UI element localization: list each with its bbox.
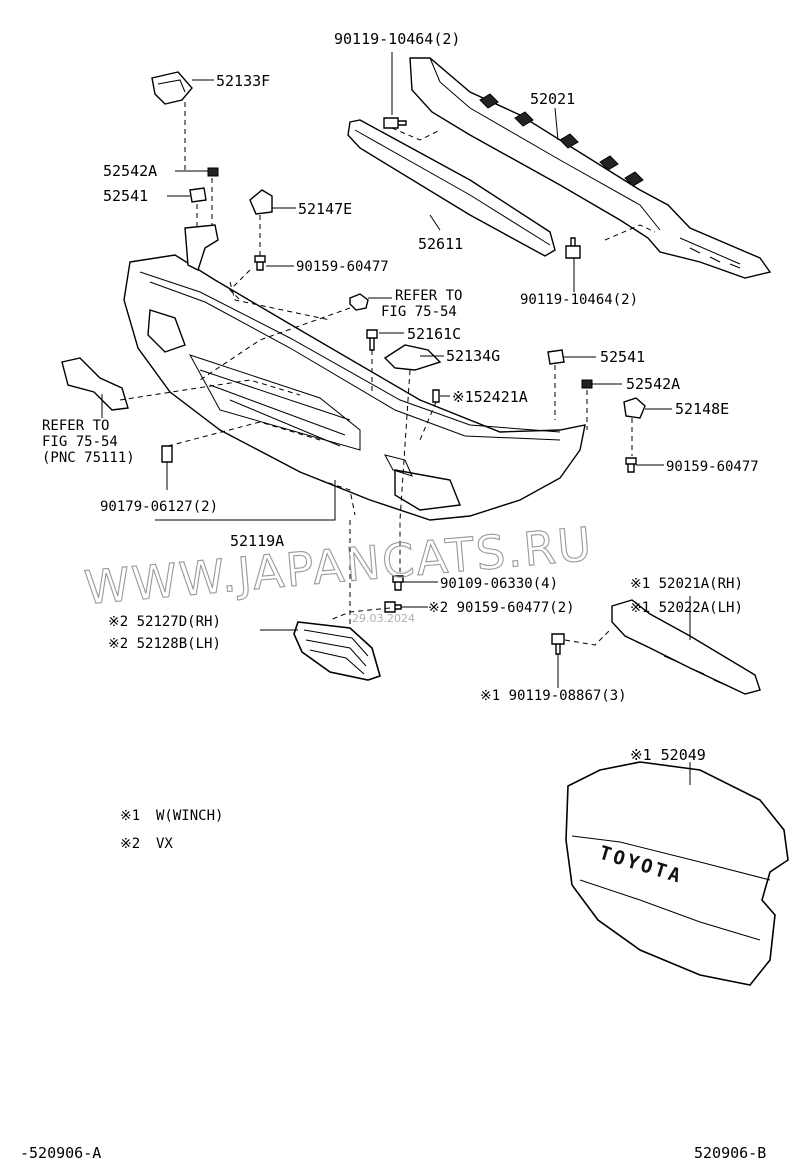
label-52022A: ※1 52022A(LH) bbox=[630, 600, 743, 616]
bumper-bar-52611 bbox=[347, 119, 556, 257]
label-90159-60477-top: 90159-60477 bbox=[296, 259, 389, 275]
label-90119-08867: ※1 90119-08867(3) bbox=[480, 688, 627, 704]
nut-refer-fig-75-54 bbox=[349, 293, 369, 311]
screw-90159-60477-top bbox=[254, 255, 266, 271]
bracket-52134G bbox=[383, 344, 442, 371]
legend-mark-2: ※2 bbox=[120, 836, 140, 852]
bolt-90119-10464-top bbox=[383, 117, 407, 129]
label-52541-left: 52541 bbox=[103, 187, 148, 205]
legend-mark-1: ※1 bbox=[120, 808, 140, 824]
label-90119-10464-top: 90119-10464(2) bbox=[334, 30, 460, 48]
label-90159-60477-right: 90159-60477 bbox=[666, 459, 759, 475]
bumper-cover-52119A bbox=[123, 224, 586, 521]
label-52021: 52021 bbox=[530, 90, 575, 108]
label-52021A: ※1 52021A(RH) bbox=[630, 576, 743, 592]
clip-52542A-right bbox=[581, 379, 593, 389]
label-52542A-right: 52542A bbox=[626, 375, 680, 393]
watermark-date: 29.03.2024 bbox=[352, 612, 415, 625]
label-52611: 52611 bbox=[418, 235, 463, 253]
clip-52541-left bbox=[189, 187, 207, 203]
label-52128B: ※2 52128B(LH) bbox=[108, 636, 221, 652]
label-refer-1-line2: FIG 75-54 bbox=[381, 304, 457, 320]
legend-text-1: W(WINCH) bbox=[156, 808, 223, 824]
label-52049: ※1 52049 bbox=[630, 746, 706, 764]
leader-lines bbox=[101, 52, 691, 785]
legend: ※1 W(WINCH) ※2 VX bbox=[120, 808, 223, 852]
label-52421A: ※152421A bbox=[452, 388, 528, 406]
screw-90159-60477-right bbox=[625, 457, 637, 473]
clip-90179-06127 bbox=[161, 445, 173, 463]
label-52161C: 52161C bbox=[407, 325, 461, 343]
clip-52421A bbox=[432, 389, 440, 403]
assembly-lines bbox=[119, 102, 656, 646]
retainer-52147E bbox=[249, 189, 273, 215]
label-52148E: 52148E bbox=[675, 400, 729, 418]
label-52541-right: 52541 bbox=[600, 348, 645, 366]
label-90179-06127: 90179-06127(2) bbox=[100, 499, 218, 515]
bracket-refer-pnc-75111 bbox=[61, 357, 129, 411]
label-90109-06330: 90109-06330(4) bbox=[440, 576, 558, 592]
bumper-reinforcement-52021 bbox=[409, 57, 772, 279]
label-refer-1-line1: REFER TO bbox=[395, 288, 462, 304]
screw-90159-60477-vx bbox=[384, 601, 402, 613]
bracket-52133F bbox=[151, 71, 193, 105]
fog-lamp-cover-52127D-52128B bbox=[293, 621, 381, 681]
label-90159-60477-vx: ※2 90159-60477(2) bbox=[428, 600, 575, 616]
bolt-90119-10464-right bbox=[565, 237, 581, 259]
footer-right-code: 520906-B bbox=[694, 1144, 766, 1162]
clip-52161C bbox=[366, 329, 378, 351]
label-52119A: 52119A bbox=[230, 532, 284, 550]
footer: -520906-A 520906-B bbox=[20, 1144, 766, 1162]
part-labels: 90119-10464(2) 52021 52133F 52542A 52541… bbox=[42, 30, 759, 764]
label-90119-10464-right: 90119-10464(2) bbox=[520, 292, 638, 308]
retainer-52148E bbox=[623, 397, 646, 419]
label-52542A-left: 52542A bbox=[103, 162, 157, 180]
label-52147E: 52147E bbox=[298, 200, 352, 218]
bolt-90119-08867 bbox=[551, 633, 565, 655]
clip-52541-right bbox=[547, 349, 565, 365]
label-refer-2-line1: REFER TO bbox=[42, 418, 109, 434]
label-refer-2-line3: (PNC 75111) bbox=[42, 450, 135, 466]
label-52133F: 52133F bbox=[216, 72, 270, 90]
grille-52049: TOYOTA bbox=[565, 761, 789, 986]
label-refer-2-line2: FIG 75-54 bbox=[42, 434, 118, 450]
label-52127D: ※2 52127D(RH) bbox=[108, 614, 221, 630]
winch-bracket-52021A-52022A bbox=[611, 599, 761, 695]
clip-52542A-left bbox=[207, 167, 219, 177]
footer-left-code: -520906-A bbox=[20, 1144, 101, 1162]
legend-text-2: VX bbox=[156, 836, 173, 852]
label-52134G: 52134G bbox=[446, 347, 500, 365]
